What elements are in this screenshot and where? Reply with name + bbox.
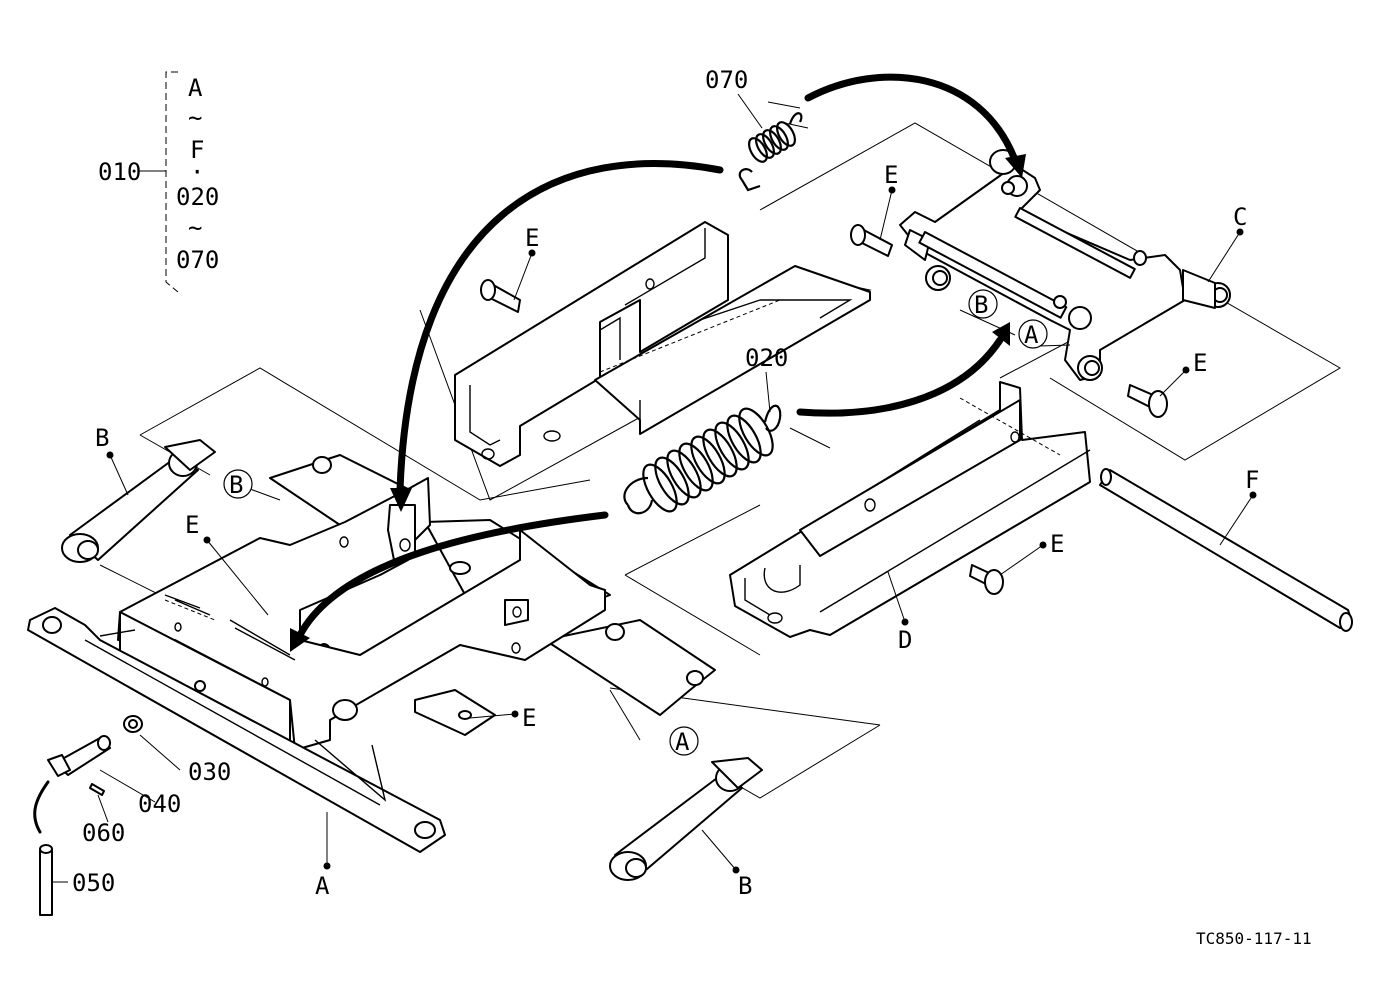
range-line-4: ·: [190, 158, 204, 186]
cotter-pin-060: [89, 783, 105, 796]
assembly-arrows: [290, 73, 1026, 652]
label-020: 020: [745, 344, 788, 372]
label-040: 040: [138, 790, 181, 818]
pin-e-4: [969, 564, 1004, 595]
small-parts: [33, 715, 143, 916]
leader-dots: [106, 186, 1257, 874]
callout-b-2: B: [738, 872, 752, 900]
part-number-labels: 070 020 030 040 060 050: [72, 66, 788, 897]
circled-callout-b-1: B: [968, 289, 998, 319]
label-050: 050: [72, 869, 115, 897]
circled-a-1-text: A: [1024, 321, 1039, 349]
pin-e-1: [480, 279, 521, 313]
callout-e-1: E: [525, 224, 539, 252]
circled-b-1-text: B: [974, 291, 988, 319]
circled-callout-a-1: A: [1018, 319, 1048, 349]
leader-lines: [52, 71, 1254, 883]
bottom-rail-a: [27, 607, 446, 853]
callout-e-4: E: [1050, 530, 1064, 558]
callout-f: F: [1245, 466, 1259, 494]
assembly-range: 010 A ~ F · 020 ~ 070: [98, 74, 219, 274]
linkage-assembly-c: [899, 149, 1231, 381]
shaft-f: [1099, 468, 1353, 632]
callout-c: C: [1233, 203, 1247, 231]
callout-b-1: B: [95, 424, 109, 452]
label-060: 060: [82, 819, 125, 847]
link-b-right: [609, 757, 763, 881]
pin-e-3: [1127, 384, 1168, 418]
pin-050: [33, 780, 53, 916]
range-line-6: ~: [188, 214, 202, 242]
range-line-7: 070: [176, 246, 219, 274]
spring-070: [738, 112, 803, 192]
spring-020: [623, 404, 782, 515]
callout-e-6: E: [522, 704, 536, 732]
letter-callouts: E E E E E E C F D B B A B A B A: [95, 161, 1259, 900]
circled-a-2-text: A: [675, 728, 690, 756]
seat-slide-body: [117, 477, 606, 751]
circled-callout-a-2: A: [669, 726, 699, 756]
washer-030: [123, 715, 143, 733]
callout-d: D: [898, 626, 912, 654]
range-line-3: F: [190, 136, 204, 164]
clevis-pin-040: [47, 735, 111, 777]
circled-b-2-text: B: [229, 471, 243, 499]
callout-a-1: A: [315, 872, 330, 900]
range-line-1: A: [188, 74, 203, 102]
drawing-code: TC850-117-11: [1196, 929, 1312, 948]
range-line-5: 020: [176, 183, 219, 211]
link-b-left: [61, 439, 216, 563]
callout-e-2: E: [884, 161, 898, 189]
callout-e-3: E: [1193, 349, 1207, 377]
circled-callout-b-2: B: [223, 469, 253, 499]
assembly-number: 010: [98, 158, 141, 186]
range-line-2: ~: [188, 104, 202, 132]
label-070: 070: [705, 66, 748, 94]
label-030: 030: [188, 758, 231, 786]
rail-bracket-d: [729, 381, 1091, 638]
upper-rail-left: [454, 221, 871, 467]
callout-e-5: E: [185, 511, 199, 539]
pin-e-2: [850, 224, 893, 257]
